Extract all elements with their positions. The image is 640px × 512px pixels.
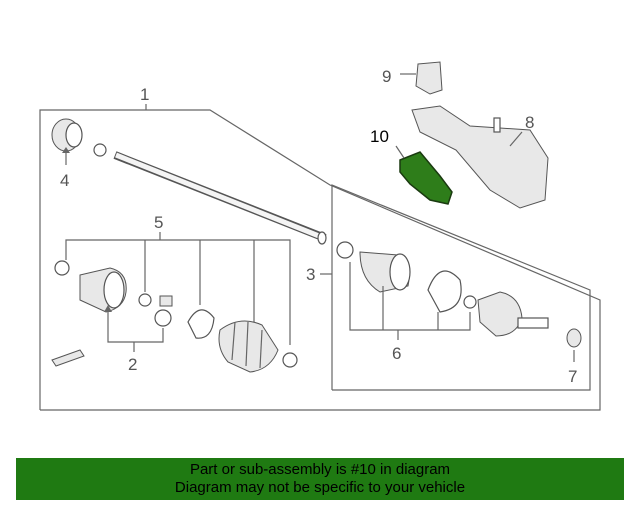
part-5-clamp[interactable] [282,352,298,368]
banner-line-1: Part or sub-assembly is #10 in diagram [189,461,451,478]
callout-10[interactable]: 10 [370,127,389,146]
callout-5[interactable]: 5 [65,213,291,345]
info-banner: Part or sub-assembly is #10 in diagram D… [16,458,624,500]
callout-2[interactable]: 2 [104,305,164,374]
part-5-band[interactable] [187,309,215,339]
part-4-cap[interactable] [51,118,107,165]
assembly-frame [39,109,601,411]
svg-text:4: 4 [60,171,69,190]
callout-8[interactable]: 8 [509,113,534,147]
part-6-boot[interactable] [359,251,411,293]
part-6-clip[interactable] [336,241,354,259]
parts-diagram: 1 4 5 [39,61,601,411]
part-2-pin[interactable] [51,349,85,367]
callout-6[interactable]: 6 [349,262,471,363]
part-5-clip[interactable] [54,260,70,276]
callout-4[interactable]: 4 [60,171,69,190]
axle-shaft[interactable] [113,151,327,245]
part-6-outer-joint[interactable] [477,291,549,337]
svg-text:10: 10 [370,127,389,146]
part-9-clip[interactable]: 9 [382,61,443,95]
svg-text:2: 2 [128,355,137,374]
part-7-cap[interactable]: 7 [566,328,582,386]
svg-text:1: 1 [140,85,149,104]
banner-line-2: Diagram may not be specific to your vehi… [174,479,466,496]
part-8-bracket[interactable] [411,105,549,209]
part-5-ring[interactable] [138,293,152,307]
part-6-band[interactable] [427,270,462,313]
sub-assembly-frame [331,184,591,391]
svg-text:7: 7 [568,367,577,386]
callout-3[interactable]: 3 [306,265,332,284]
part-6-ring[interactable] [463,295,477,309]
svg-text:3: 3 [306,265,315,284]
svg-text:6: 6 [392,344,401,363]
callout-1[interactable]: 1 [140,85,149,110]
svg-text:8: 8 [525,113,534,132]
part-5-joint-housing[interactable] [79,267,127,313]
part-2-tripod[interactable] [154,295,173,327]
part-10-highlighted[interactable] [395,145,453,205]
svg-text:5: 5 [154,213,163,232]
svg-text:9: 9 [382,67,391,86]
part-5-boot[interactable] [218,320,279,373]
